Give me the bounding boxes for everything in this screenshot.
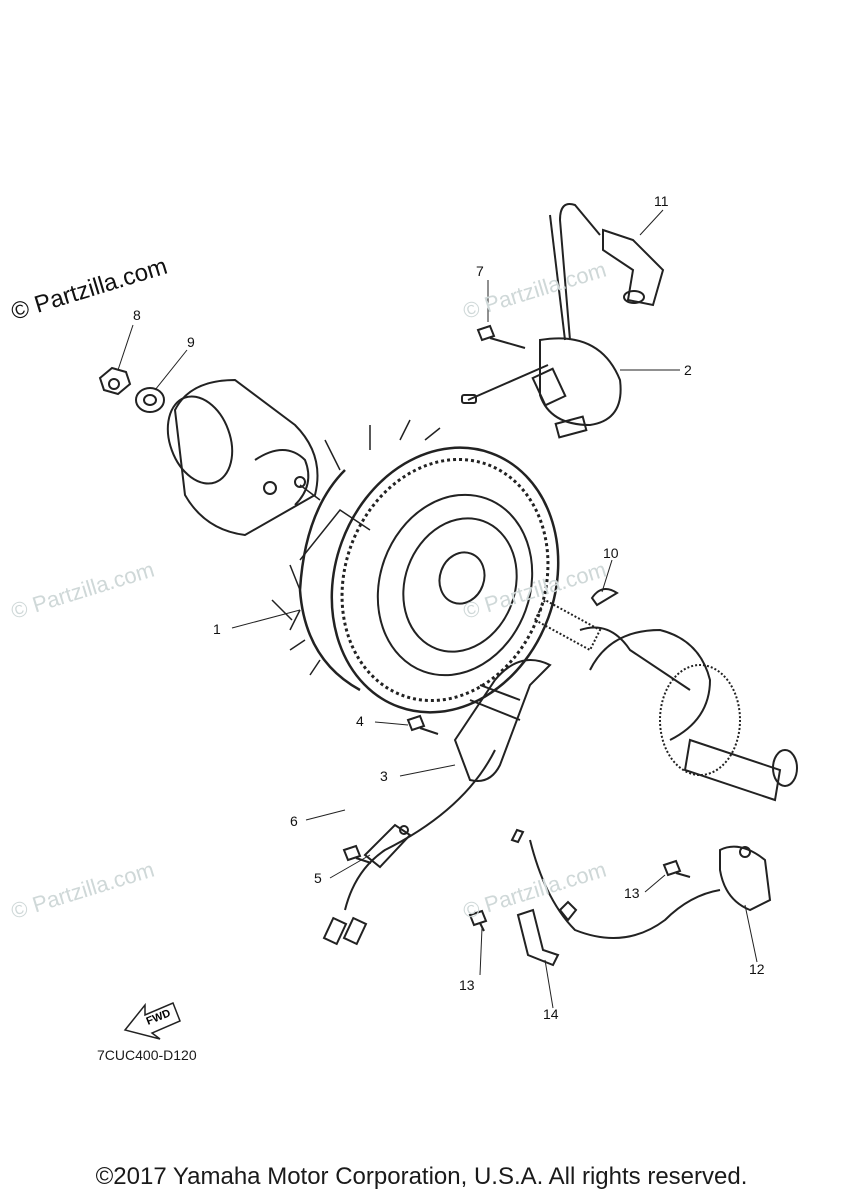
callout-14: 14	[543, 1006, 559, 1022]
bolt-6	[342, 844, 372, 864]
flywheel	[271, 419, 560, 714]
callout-8: 8	[133, 307, 141, 323]
plug-cap	[602, 228, 665, 307]
callout-10: 10	[603, 545, 619, 561]
callout-7: 7	[476, 263, 484, 279]
callout-1: 1	[213, 621, 221, 637]
callout-13a: 13	[624, 885, 640, 901]
callout-5: 5	[314, 870, 322, 886]
callout-12: 12	[749, 961, 765, 977]
coil-lead	[461, 364, 549, 404]
fwd-arrow-icon: FWD	[123, 1002, 181, 1040]
leader-lines	[117, 209, 758, 1009]
callout-3: 3	[380, 768, 388, 784]
callout-13b: 13	[459, 977, 475, 993]
diagram-code: 7CUC400-D120	[97, 1047, 197, 1063]
bolt-7	[476, 324, 526, 349]
crankshaft	[533, 598, 798, 802]
callout-9: 9	[187, 334, 195, 350]
bracket-14	[516, 908, 560, 967]
copyright-footer: ©2017 Yamaha Motor Corporation, U.S.A. A…	[95, 1163, 748, 1190]
woodruff-key	[590, 588, 619, 607]
bolt-4	[406, 714, 439, 735]
stator	[166, 378, 319, 537]
pulser-coil	[322, 659, 552, 946]
washer	[135, 387, 165, 413]
nut	[98, 366, 132, 396]
callout-6: 6	[290, 813, 298, 829]
callout-2: 2	[684, 362, 692, 378]
callout-4: 4	[356, 713, 364, 729]
clamp-5	[363, 823, 412, 869]
bolt-13b	[468, 909, 488, 932]
callout-11: 11	[654, 193, 669, 209]
bolt-13a	[662, 859, 691, 878]
sensor	[510, 828, 772, 939]
ignition-coil	[531, 203, 622, 439]
